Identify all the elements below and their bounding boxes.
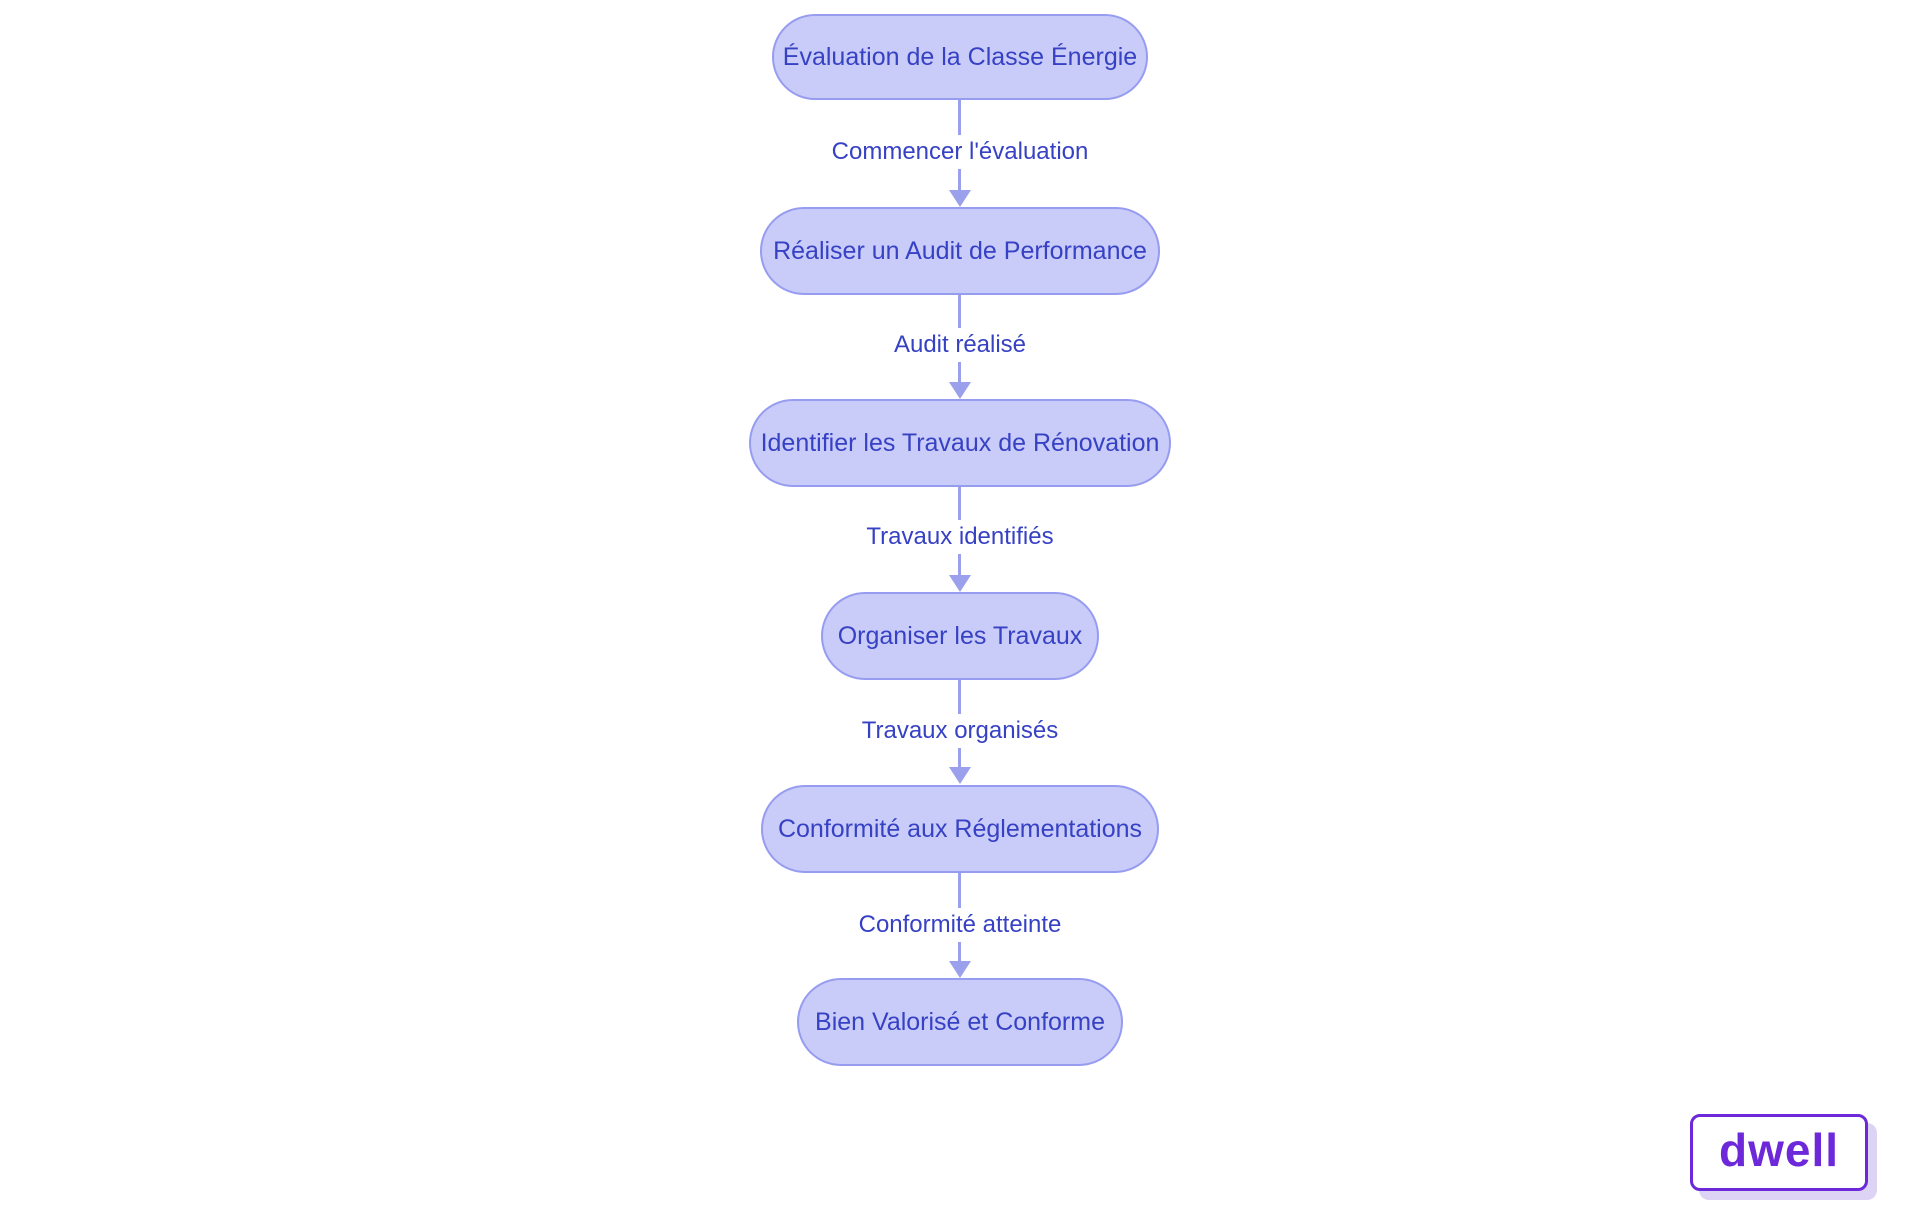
flow-node-label: Réaliser un Audit de Performance bbox=[773, 236, 1147, 265]
arrow-down-icon bbox=[949, 961, 971, 978]
dwell-logo: dwell bbox=[1690, 1114, 1868, 1191]
flow-node-label: Identifier les Travaux de Rénovation bbox=[760, 428, 1160, 457]
arrow-down-icon bbox=[949, 382, 971, 399]
flow-node-label: Évaluation de la Classe Énergie bbox=[782, 42, 1138, 71]
arrow-down-icon bbox=[949, 190, 971, 207]
flow-node-organiser-travaux: Organiser les Travaux bbox=[821, 592, 1099, 680]
flow-node-label: Conformité aux Réglementations bbox=[777, 814, 1143, 843]
dwell-logo-text: dwell bbox=[1718, 1123, 1840, 1176]
edge-label: Conformité atteinte bbox=[848, 908, 1072, 942]
flow-node-evaluation-classe-energie: Évaluation de la Classe Énergie bbox=[772, 14, 1148, 100]
flow-node-travaux-renovation: Identifier les Travaux de Rénovation bbox=[749, 399, 1171, 487]
edge-label: Audit réalisé bbox=[883, 328, 1037, 362]
edge-label: Commencer l'évaluation bbox=[821, 135, 1099, 169]
flow-node-bien-valorise-conforme: Bien Valorisé et Conforme bbox=[797, 978, 1123, 1066]
flow-node-label: Organiser les Travaux bbox=[837, 621, 1083, 650]
flow-node-conformite-reglementations: Conformité aux Réglementations bbox=[761, 785, 1159, 873]
arrow-down-icon bbox=[949, 575, 971, 592]
edge-label: Travaux organisés bbox=[851, 714, 1069, 748]
edge-label: Travaux identifiés bbox=[856, 520, 1064, 554]
flow-node-audit-performance: Réaliser un Audit de Performance bbox=[760, 207, 1160, 295]
flow-node-label: Bien Valorisé et Conforme bbox=[815, 1007, 1105, 1036]
arrow-down-icon bbox=[949, 767, 971, 784]
